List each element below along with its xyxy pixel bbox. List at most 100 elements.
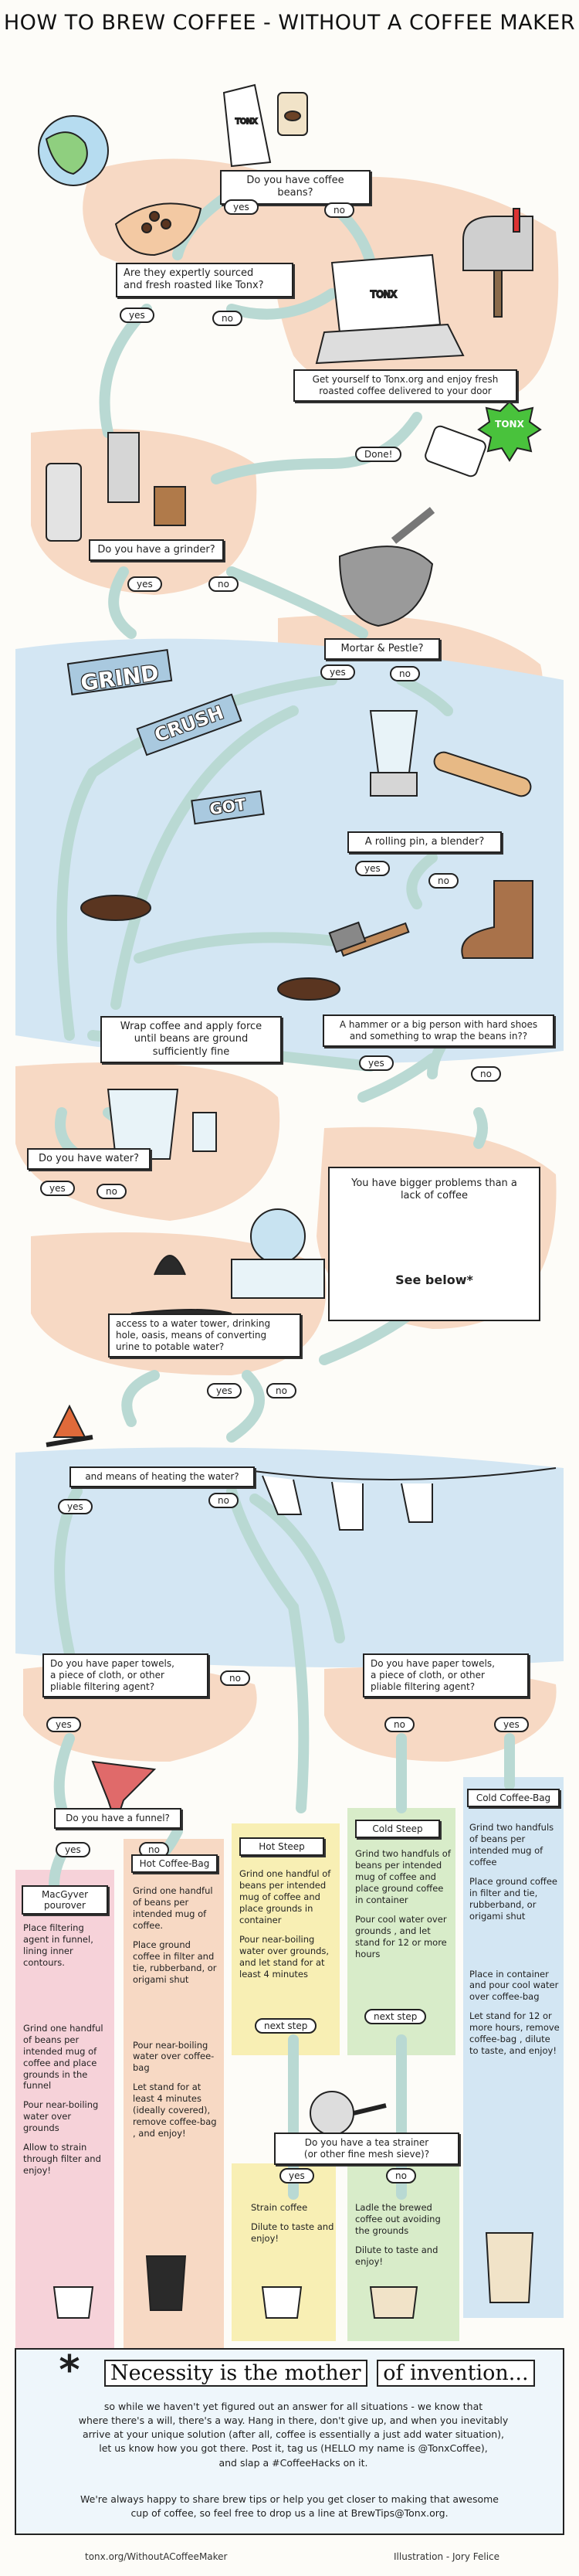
q-heating-water: and means of heating the water? [69,1466,255,1487]
paper-line-2: a piece of cloth, or other [50,1670,164,1681]
rolling-pin-icon [433,751,532,797]
answer-no: no [220,1670,250,1686]
answer-no: no [324,202,354,218]
mug-icon [52,2232,534,2319]
bigger-problems-panel: You have bigger problems than a lack of … [328,1167,540,1321]
answer-no: no [96,1184,127,1199]
paper-line-2: a piece of cloth, or other [371,1670,485,1681]
step: Pour cool water over grounds , and let s… [355,1913,447,1959]
para-line: so while we haven't yet figured out an a… [103,2401,483,2412]
step: Let stand for at least 4 minutes (ideall… [133,2082,217,2139]
answer-no: no [471,1066,501,1082]
pitcher-icon [107,1089,217,1160]
q-mortar-pestle: Mortar & Pestle? [324,638,440,661]
share-line: We're always happy to share brew tips or… [80,2493,499,2505]
method-macgyver-title: MacGyver pourover [22,1885,108,1915]
para-line: let us know how you got there. Post it, … [99,2442,488,2455]
strainer-icon [310,2091,387,2136]
share-line: cup of coffee, so feel free to drop us a… [130,2507,449,2520]
access-line-3: urine to potable water? [116,1341,225,1352]
campfire-icon [46,1404,93,1447]
answer-no: no [266,1383,296,1398]
method-cold-bag-title: Cold Coffee-Bag [467,1789,560,1807]
next-step-label: next step [255,2018,317,2034]
answer-yes: yes [207,1383,242,1398]
column-cold-bag [463,1777,564,2318]
headline-part-1: Necessity is the mother [104,2360,367,2387]
answer-no: no [212,311,242,326]
mailbox-icon [462,208,533,318]
q-water-access: access to a water tower, drinking hole, … [108,1313,301,1358]
step: Dilute to taste and enjoy! [251,2221,334,2244]
step: Pour near-boiling water over grounds, an… [239,1933,330,1980]
q-sourced-line-1: Are they expertly sourced [124,267,254,279]
method-cold-steep-title: Cold Steep [355,1820,440,1838]
answer-yes: yes [320,664,355,680]
paper-line-3: pliable filtering agent? [371,1681,476,1692]
done-label: Done! [355,447,402,462]
step: Dilute to taste and enjoy! [355,2244,438,2267]
clothesline-icon [231,1467,557,1531]
oasis-icon [130,1255,232,1314]
answer-yes: yes [127,576,162,592]
method-strain-steps: Strain coffee Dilute to taste and enjoy! [251,2202,336,2252]
grinder-icon [46,432,186,542]
step: Grind one handful of beans per intended … [239,1868,331,1925]
q-paper-towels-hot: Do you have paper towels, a piece of clo… [42,1653,208,1698]
step: Let stand for 12 or more hours, remove c… [469,2010,560,2057]
wrap-line-1: Wrap coffee and apply force [120,1021,262,1032]
blender-icon [369,710,418,797]
answer-yes: yes [224,199,259,215]
q-hammer: A hammer or a big person with hard shoes… [323,1014,554,1047]
coffee-pile-icon [80,895,340,1001]
method-hot-bag-steps: Grind one handful of beans per intended … [133,1885,219,2147]
method-hot-steep-title: Hot Steep [239,1837,324,1856]
method-cold-bag-steps: Grind two handfuls of beans per intended… [469,1822,560,2065]
q-sourced-line-2: and fresh roasted like Tonx? [124,280,264,292]
step: Grind one handful of beans per intended … [133,1885,213,1931]
bigger-line-2: lack of coffee [400,1190,469,1202]
strainer-line-1: Do you have a tea strainer [304,2137,429,2148]
footer-paragraph: so while we haven't yet figured out an a… [46,2400,540,2470]
see-below-label: See below* [395,1272,473,1287]
para-line: and slap a #CoffeeHacks on it. [218,2456,368,2469]
strainer-line-2: (or other fine mesh sieve)? [303,2149,430,2160]
step: Place ground coffee in filter and tie, r… [469,1875,558,1922]
q-rolling-pin-blender: A rolling pin, a blender? [347,831,502,854]
q-expertly-sourced: Are they expertly sourced and fresh roas… [116,263,293,297]
method-ladle-steps: Ladle the brewed coffee out avoiding the… [355,2202,455,2275]
step: Grind one handful of beans per intended … [23,2022,103,2092]
tonx-badge [477,400,542,462]
answer-no: no [208,1493,239,1508]
grind-sign [66,649,265,825]
globe-icon [38,115,109,186]
column-macgyver [15,1870,114,2349]
q-funnel: Do you have a funnel? [54,1808,181,1829]
method-ladle-title: Ladle the brewed coffee out avoiding the… [355,2202,441,2236]
answer-yes: yes [58,1499,93,1514]
hammer-line-2: and something to wrap the beans in?? [349,1031,528,1042]
headline-part-2: of invention... [377,2360,535,2387]
footer-share: We're always happy to share brew tips or… [54,2493,525,2520]
mortar-pestle-icon [338,507,435,627]
access-line-1: access to a water tower, drinking [116,1318,271,1329]
next-step-label: next step [364,2009,427,2024]
laptop-icon: TONX [315,253,465,365]
phone-icon [425,425,486,477]
page-title: HOW TO BREW COFFEE - WITHOUT A COFFEE MA… [3,11,576,35]
q-tea-strainer: Do you have a tea strainer (or other fin… [274,2133,459,2165]
step: Place in container and pour cool water o… [469,1968,559,2003]
hands-beans-icon [114,202,202,257]
step: Place ground coffee in filter and tie, r… [133,1939,217,1985]
footer-credit: Illustration - Jory Felice [394,2551,500,2562]
answer-yes: yes [359,1055,394,1071]
coffee-bag-icon: TONX [222,83,272,168]
beans-jar-icon [277,92,308,136]
method-cold-steep-steps: Grind two handfuls of beans per intended… [355,1848,454,1967]
footer-url-link[interactable]: tonx.org/WithoutACoffeeMaker [85,2551,228,2562]
boot-icon [461,880,533,959]
paper-line-1: Do you have paper towels, [371,1658,495,1669]
bigger-line-1: You have bigger problems than a [351,1178,517,1189]
wrap-coffee-instruction: Wrap coffee and apply force until beans … [100,1016,282,1063]
para-line: where there's a will, there's a way. Han… [78,2415,509,2427]
